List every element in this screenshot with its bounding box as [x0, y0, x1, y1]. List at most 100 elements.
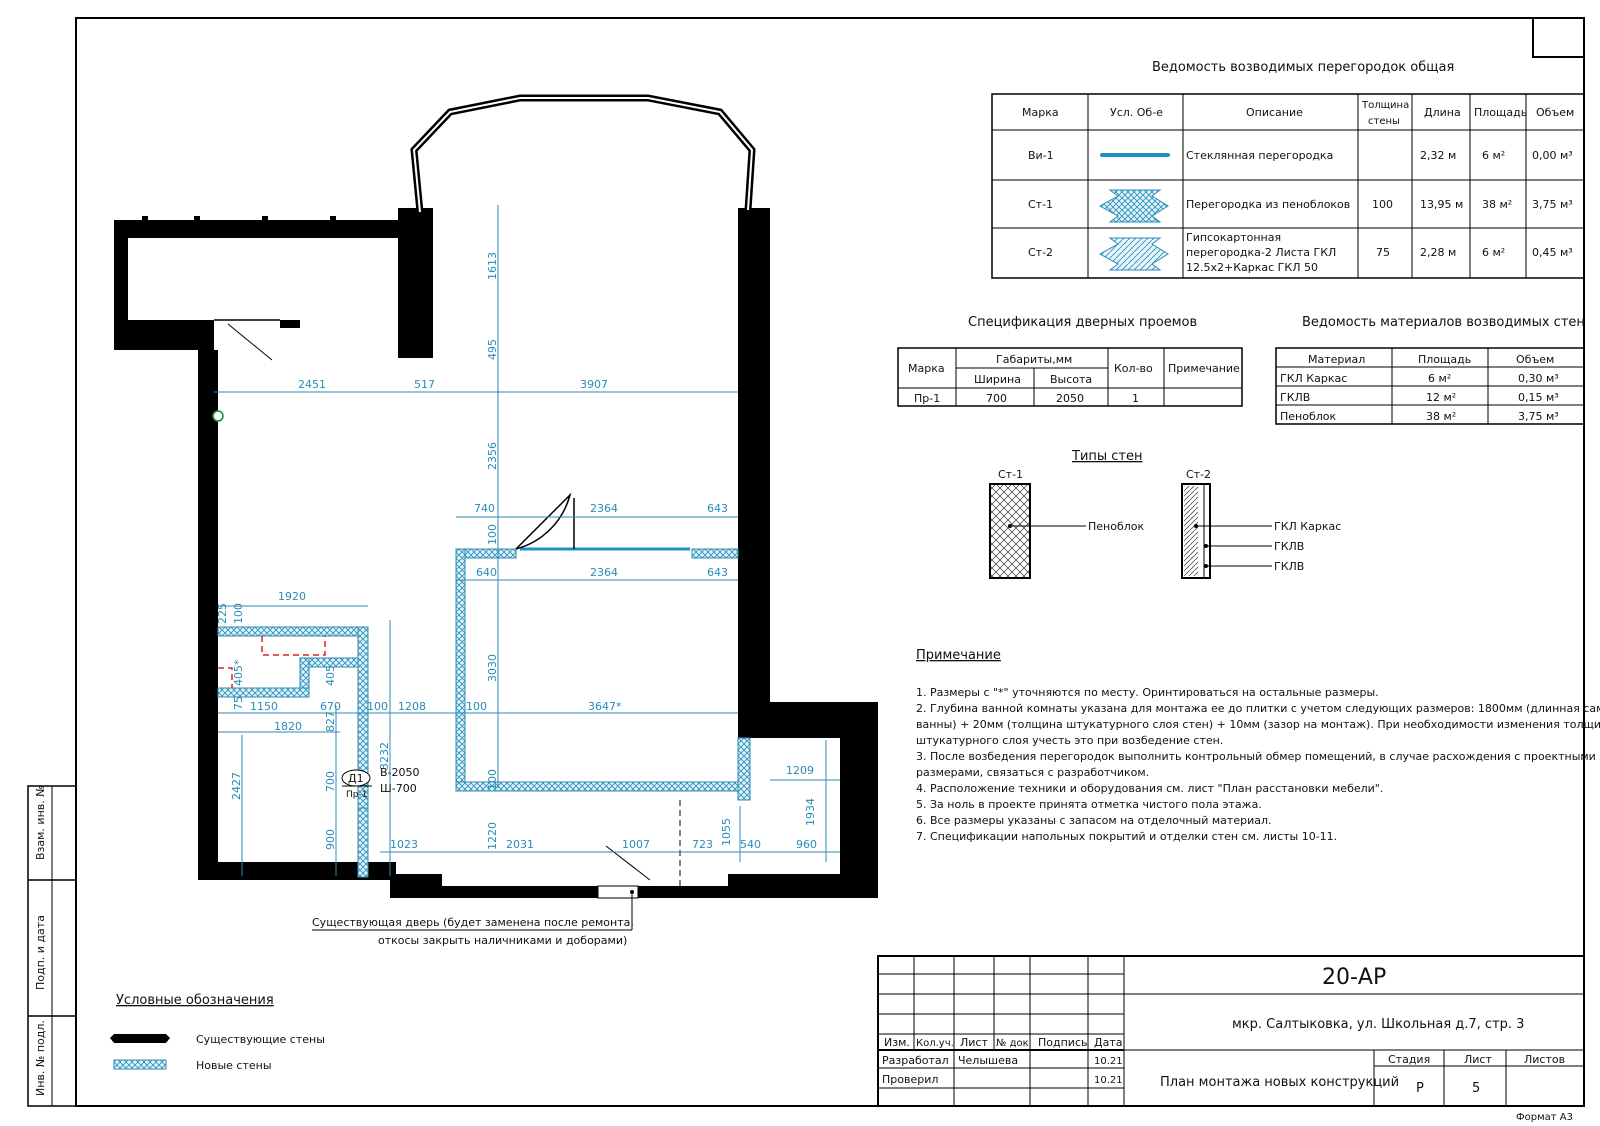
- dh-dims: Габариты,мм: [996, 353, 1072, 366]
- mr3-area: 38 м²: [1426, 410, 1456, 423]
- dim-100-left: 100: [232, 603, 245, 624]
- legend-existing: Существующие стены: [196, 1033, 325, 1046]
- dim-405: 405: [324, 665, 337, 686]
- dim-3907: 3907: [580, 378, 608, 391]
- dim-75: 75: [232, 696, 245, 710]
- pr2-thick: 100: [1372, 198, 1393, 211]
- pr3-area: 6 м²: [1482, 246, 1505, 259]
- dim-2427: 2427: [230, 772, 243, 800]
- dim-495: 495: [486, 339, 499, 360]
- dim-1055: 1055: [720, 818, 733, 846]
- note-line-2: 2. Глубина ванной комнаты указана для мо…: [916, 702, 1600, 715]
- dim-1023: 1023: [390, 838, 418, 851]
- tb-checked-label: Проверил: [882, 1073, 938, 1086]
- dim-100-mid: 100: [367, 700, 388, 713]
- dim-1934: 1934: [804, 798, 817, 826]
- tb-col-list: Лист: [960, 1036, 988, 1049]
- tb-developed-label: Разработал: [882, 1054, 949, 1067]
- ph-symbol: Усл. Об-е: [1110, 106, 1163, 119]
- mr1-material: ГКЛ Каркас: [1280, 372, 1347, 385]
- door-width: Ш-700: [380, 782, 417, 795]
- dim-517: 517: [414, 378, 435, 391]
- pr3-thick: 75: [1376, 246, 1390, 259]
- legend-new: Новые стены: [196, 1059, 272, 1072]
- pr2-mark: Ст-1: [1028, 198, 1053, 211]
- tb-code: 20-АР: [1322, 965, 1386, 990]
- mr3-material: Пеноблок: [1280, 410, 1337, 423]
- dim-670: 670: [320, 700, 341, 713]
- partitions-title: Ведомость возводимых перегородок общая: [1152, 60, 1454, 75]
- pr2-volume: 3,75 м³: [1532, 198, 1573, 211]
- dim-1209: 1209: [786, 764, 814, 777]
- dh-mark: Марка: [908, 362, 945, 375]
- tb-checked-date: 10.21: [1094, 1075, 1123, 1086]
- dim-2364: 2364: [590, 502, 618, 515]
- dim-2451: 2451: [298, 378, 326, 391]
- note-line-5: 3. После возбедения перегородок выполнит…: [916, 750, 1596, 763]
- tb-col-doc: № док.: [996, 1038, 1032, 1049]
- pr1-area: 6 м²: [1482, 149, 1505, 162]
- existing-door-note-1: Существующая дверь (будет заменена после…: [312, 916, 634, 929]
- pr3-volume: 0,45 м³: [1532, 246, 1573, 259]
- wall-type-st2-callout-3: ГКЛВ: [1274, 560, 1304, 573]
- dr-width: 700: [986, 392, 1007, 405]
- pr2-length: 13,95 м: [1420, 198, 1463, 211]
- tb-drawing-title: План монтажа новых конструкций: [1160, 1075, 1399, 1090]
- dim-100-top: 100: [486, 524, 499, 545]
- wall-type-st1: Ст-1: [998, 468, 1023, 481]
- ph-desc: Описание: [1246, 106, 1303, 119]
- doors-table: Спецификация дверных проемов Марка Габар…: [897, 315, 1243, 407]
- dim-1150: 1150: [250, 700, 278, 713]
- dr-height: 2050: [1056, 392, 1084, 405]
- door-height: В-2050: [380, 766, 420, 779]
- dim-3030: 3030: [486, 654, 499, 682]
- tb-stage: Р: [1416, 1081, 1424, 1096]
- tb-developed-name: Челышева: [958, 1054, 1018, 1067]
- dim-900: 900: [324, 829, 337, 850]
- stamp-sign-label: Подп. и дата: [34, 915, 47, 990]
- ph-thick-2: стены: [1368, 116, 1400, 127]
- dim-2031: 2031: [506, 838, 534, 851]
- pr1-length: 2,32 м: [1420, 149, 1456, 162]
- dim-700: 700: [324, 771, 337, 792]
- note-line-10: 7. Спецификации напольных покрытий и отд…: [916, 830, 1337, 843]
- dim-405-star: 405*: [232, 659, 245, 686]
- pr3-length: 2,28 м: [1420, 246, 1456, 259]
- note-line-7: 4. Расположение техники и оборудования с…: [916, 782, 1383, 795]
- ph-volume: Объем: [1536, 106, 1574, 119]
- pr1-volume: 0,00 м³: [1532, 149, 1573, 162]
- tb-address: мкр. Салтыковка, ул. Школьная д.7, стр. …: [1232, 1017, 1524, 1032]
- dh-note: Примечание: [1168, 362, 1240, 375]
- pr2-area: 38 м²: [1482, 198, 1512, 211]
- note-line-1: 1. Размеры с "*" уточняются по месту. Ор…: [916, 686, 1379, 699]
- dim-1208: 1208: [398, 700, 426, 713]
- dim-1920: 1920: [278, 590, 306, 603]
- materials-title: Ведомость материалов возводимых стен: [1302, 315, 1585, 330]
- pr2-desc: Перегородка из пеноблоков: [1186, 198, 1350, 211]
- note-line-6: размерами, связаться с разработчиком.: [916, 766, 1149, 779]
- pr3-desc-1: Гипсокартонная: [1186, 231, 1281, 244]
- wall-type-st2-callout-2: ГКЛВ: [1274, 540, 1304, 553]
- tb-stage-label: Стадия: [1388, 1053, 1430, 1066]
- dim-643: 643: [707, 502, 728, 515]
- title-block: Изм. Кол.уч. Лист № док. Подпись Дата Ра…: [877, 955, 1585, 1123]
- note-line-9: 6. Все размеры указаны с запасом на отде…: [916, 814, 1272, 827]
- ph-thick-1: Толщина: [1361, 100, 1409, 111]
- pr3-desc-2: перегородка-2 Листа ГКЛ: [1186, 246, 1336, 259]
- stamp-inv-label: Инв. № подл.: [34, 1020, 47, 1096]
- pr1-desc: Стеклянная перегородка: [1186, 149, 1333, 162]
- dim-1007: 1007: [622, 838, 650, 851]
- mh-material: Материал: [1308, 353, 1365, 366]
- mh-area: Площадь: [1418, 353, 1471, 366]
- legend: Условные обозначения Существующие стены …: [110, 993, 325, 1072]
- partitions-table: Ведомость возводимых перегородок общая М…: [991, 60, 1585, 279]
- dim-100-mid2: 100: [466, 700, 487, 713]
- stamp-replace-label: Взам. инв. №: [34, 785, 47, 860]
- dim-1220-v: 1220: [486, 822, 499, 850]
- dim-100-low: 100: [486, 769, 499, 790]
- dim-723: 723: [692, 838, 713, 851]
- dr-qty: 1: [1132, 392, 1139, 405]
- mh-volume: Объем: [1516, 353, 1554, 366]
- mr2-material: ГКЛВ: [1280, 391, 1310, 404]
- dim-827: 827: [324, 711, 337, 732]
